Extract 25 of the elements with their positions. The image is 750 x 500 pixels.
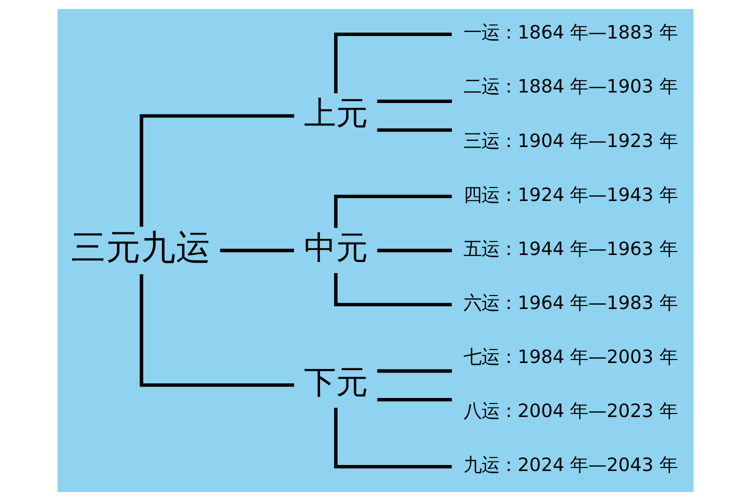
node-text: 五运：1944 年—1963 年 bbox=[463, 238, 677, 260]
node-text: 二运：1884 年—1903 年 bbox=[463, 76, 677, 98]
connector bbox=[376, 397, 452, 401]
connector bbox=[376, 128, 452, 132]
node-text: 上元 bbox=[303, 93, 368, 132]
node-text: 四运：1924 年—1943 年 bbox=[463, 184, 677, 206]
connector bbox=[220, 248, 294, 252]
node-text: 一运：1864 年—1883 年 bbox=[463, 22, 677, 44]
connector bbox=[139, 274, 294, 386]
node-text: 八运：2004 年—2023 年 bbox=[463, 400, 677, 422]
node-text: 三运：1904 年—1923 年 bbox=[463, 130, 677, 152]
connector bbox=[139, 114, 294, 226]
connector bbox=[334, 194, 452, 228]
node-text: 三元九运 bbox=[70, 228, 210, 268]
node-text: 下元 bbox=[303, 362, 368, 400]
node-text: 九运：2024 年—2043 年 bbox=[463, 454, 677, 476]
node-text: 七运：1984 年—2003 年 bbox=[463, 346, 677, 368]
connector bbox=[376, 248, 452, 252]
connector bbox=[376, 99, 452, 103]
connector bbox=[376, 368, 452, 372]
connector bbox=[334, 272, 452, 306]
node-text: 六运：1964 年—1983 年 bbox=[463, 292, 677, 314]
connector bbox=[334, 407, 452, 468]
node-text: 中元 bbox=[303, 228, 368, 266]
connector bbox=[334, 32, 452, 93]
